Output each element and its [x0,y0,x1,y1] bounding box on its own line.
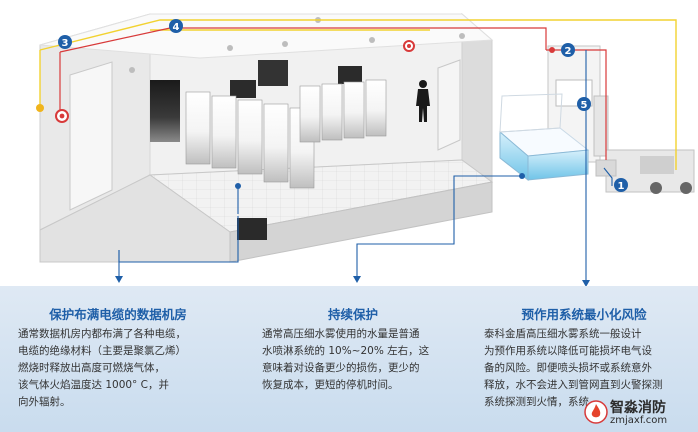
marker-5: 5 [577,97,591,111]
svg-text:2: 2 [565,46,572,57]
panel-1-body: 通常数据机房内都布满了各种电缆， 电缆的绝缘材料（主要是聚氯乙烯） 燃烧时释放出… [18,328,186,408]
panel-1-title: 保护布满电缆的数据机房 [49,307,187,322]
svg-text:5: 5 [581,100,588,111]
panel-2-title: 持续保护 [327,307,378,322]
arrow-panel-3 [582,280,590,287]
black-racks [150,60,362,142]
marker-4: 4 [169,19,183,33]
marker-1: 1 [614,178,628,192]
watermark-subtitle: zmjaxf.com [610,415,668,426]
valve-indicator [549,47,555,53]
arrow-panel-1 [115,276,123,283]
marker-2: 2 [561,43,575,57]
leader-lines [118,50,613,280]
info-panels: 保护布满电缆的数据机房 通常数据机房内都布满了各种电缆， 电缆的绝缘材料（主要是… [0,286,698,432]
svg-text:1: 1 [618,181,625,192]
marker-3: 3 [58,35,72,49]
panel-3-title: 预作用系统最小化风险 [521,307,647,322]
panel-cable-room: 保护布满电缆的数据机房 通常数据机房内都布满了各种电缆， 电缆的绝缘材料（主要是… [0,286,236,432]
arrow-panel-2 [353,276,361,283]
person-silhouette [416,80,430,122]
site-watermark: 智淼消防 zmjaxf.com [584,396,694,430]
flame-logo-icon [584,400,608,424]
left-door [69,61,113,211]
smoke-detector-left [36,104,44,112]
pump-station [547,45,695,194]
panel-3-body: 泰科金盾高压细水雾系统一般设计 为预作用系统以降低可能损坏电气设 备的风险。即便… [484,328,663,408]
svg-text:4: 4 [173,22,180,33]
right-cabinet [437,59,461,151]
data-center-diagram: 1 2 3 4 5 [36,12,695,287]
server-cabinets [185,79,387,189]
panel-pre-action: 预作用系统最小化风险 泰科金盾高压细水雾系统一般设计 为预作用系统以降低可能损坏… [470,286,698,432]
watermark-title: 智淼消防 [610,400,666,416]
svg-text:3: 3 [62,38,69,49]
panel-2-body: 通常高压细水雾使用的水量是普通 水喷淋系统的 10%~20% 左右，这 意味着对… [262,328,430,391]
ceiling-nozzles [129,17,465,73]
panel-continuous-protection: 持续保护 通常高压细水雾使用的水量是普通 水喷淋系统的 10%~20% 左右，这… [236,286,470,432]
floor-opening [237,218,267,240]
detection-lines [39,19,677,170]
water-tank [498,93,590,182]
